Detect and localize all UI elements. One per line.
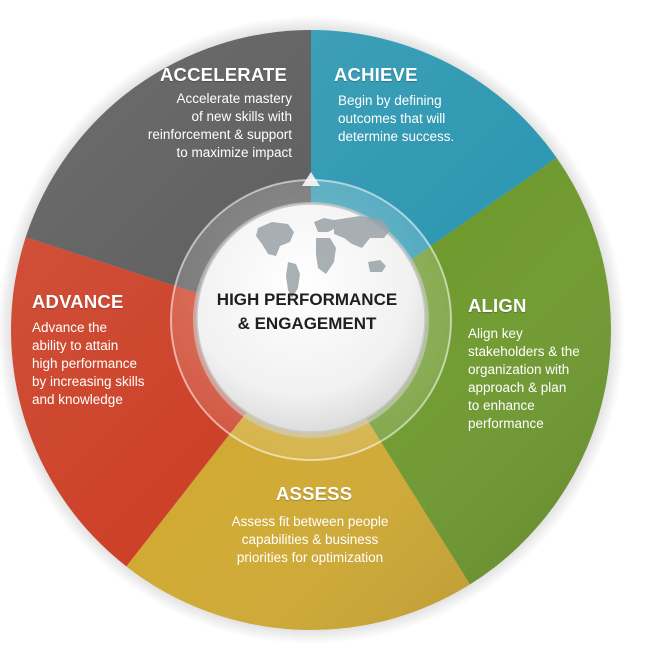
advance-text: Advance the ability to attain high perfo… — [32, 320, 145, 407]
achieve-title: ACHIEVE — [334, 64, 418, 85]
hub-circle — [196, 203, 426, 433]
align-title: ALIGN — [468, 295, 527, 316]
align-text: Align key stakeholders & the organizatio… — [468, 326, 580, 431]
achieve-text: Begin by defining outcomes that will det… — [338, 93, 455, 144]
accelerate-text: Accelerate mastery of new skills with re… — [147, 91, 292, 160]
world-map-icon — [256, 216, 390, 298]
assess-title: ASSESS — [276, 483, 353, 504]
accelerate-title: ACCELERATE — [160, 64, 288, 85]
assess-text: Assess fit between people capabilities &… — [231, 514, 389, 565]
center-label: HIGH PERFORMANCE & ENGAGEMENT — [216, 290, 398, 333]
advance-title: ADVANCE — [32, 291, 124, 312]
